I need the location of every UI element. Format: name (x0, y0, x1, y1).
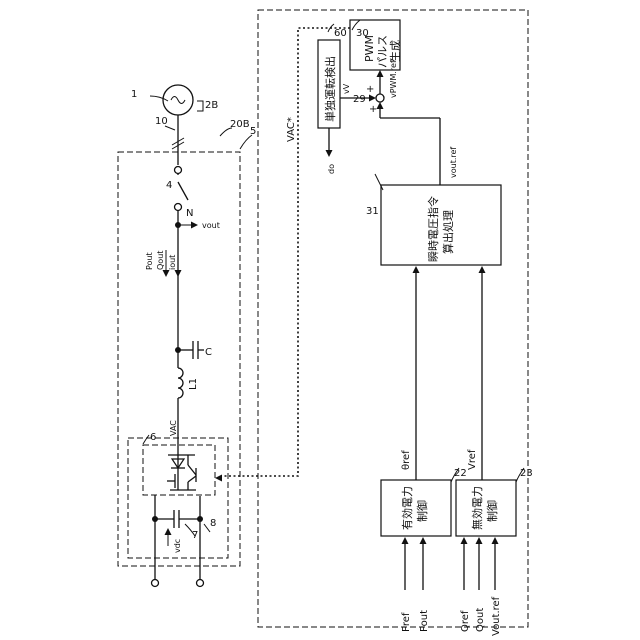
transistor-icon (188, 465, 196, 475)
label-vac: VAC (169, 420, 178, 436)
pwm-text-1: PWM (363, 35, 376, 62)
ref-10: 10 (155, 116, 168, 127)
label-l1: L1 (188, 378, 199, 390)
sine-icon (171, 97, 185, 104)
plus-sign-1: + (366, 84, 374, 95)
label-c: C (205, 347, 212, 358)
label-theta-ref: θref (401, 450, 412, 470)
label-pout: Pout (145, 252, 154, 270)
label-vpwm-ref: vPWM.ref (389, 60, 398, 98)
input-pref: Pref (401, 612, 412, 632)
ref-6: 6 (150, 432, 156, 443)
label-iout: iout (168, 255, 177, 270)
ref-5: 5 (250, 126, 256, 137)
ref-7: 7 (192, 530, 198, 541)
instant-voltage-text-2: 算出処理 (441, 210, 455, 254)
ref-1: 1 (131, 89, 137, 100)
power-converter-frame (118, 152, 240, 566)
input-qout: Qout (475, 608, 486, 632)
ref-31: 31 (366, 206, 379, 217)
pwm-text-3: 生成 (388, 40, 402, 62)
label-vout-ref: vout.ref (449, 147, 458, 178)
active-power-text-1: 有効電力 (400, 486, 414, 530)
inductor-l1 (178, 368, 183, 398)
breaker-switch (178, 182, 188, 200)
ref-4: 4 (166, 180, 172, 191)
switch-frame (143, 445, 215, 495)
label-vdc: vdc (173, 539, 182, 553)
reactive-power-text-1: 無効電力 (470, 486, 484, 530)
instant-voltage-text-1: 瞬時電圧指令 (426, 196, 440, 262)
label-vac-star: VAC* (286, 117, 297, 142)
islanding-text: 単独運転検出 (323, 56, 337, 122)
label-qout: Qout (156, 251, 165, 270)
instant-voltage-command-block (381, 185, 501, 265)
pwm-text-2: パルス (376, 35, 389, 68)
ref-20b: 20B (230, 119, 250, 130)
summing-junction (376, 94, 384, 102)
label-vref: Vref (467, 449, 478, 470)
ref-8: 8 (210, 518, 216, 529)
input-vout-ref: Vout.ref (491, 596, 502, 636)
reactive-power-text-2: 制御 (485, 500, 499, 522)
label-vv: vV (342, 83, 351, 94)
ref-22: 22 (454, 468, 467, 479)
plus-sign-2: + (369, 104, 377, 115)
ref-23: 23 (520, 468, 533, 479)
ref-60: 60 (334, 28, 347, 39)
input-pout: Pout (419, 610, 430, 632)
ref-29: 29 (353, 94, 366, 105)
label-do: do (327, 164, 336, 174)
ref-2b: 2B (205, 100, 218, 111)
label-vout: vout (202, 221, 220, 230)
active-power-text-2: 制御 (415, 500, 429, 522)
label-n: N (186, 208, 193, 219)
input-qref: Qref (460, 610, 471, 632)
